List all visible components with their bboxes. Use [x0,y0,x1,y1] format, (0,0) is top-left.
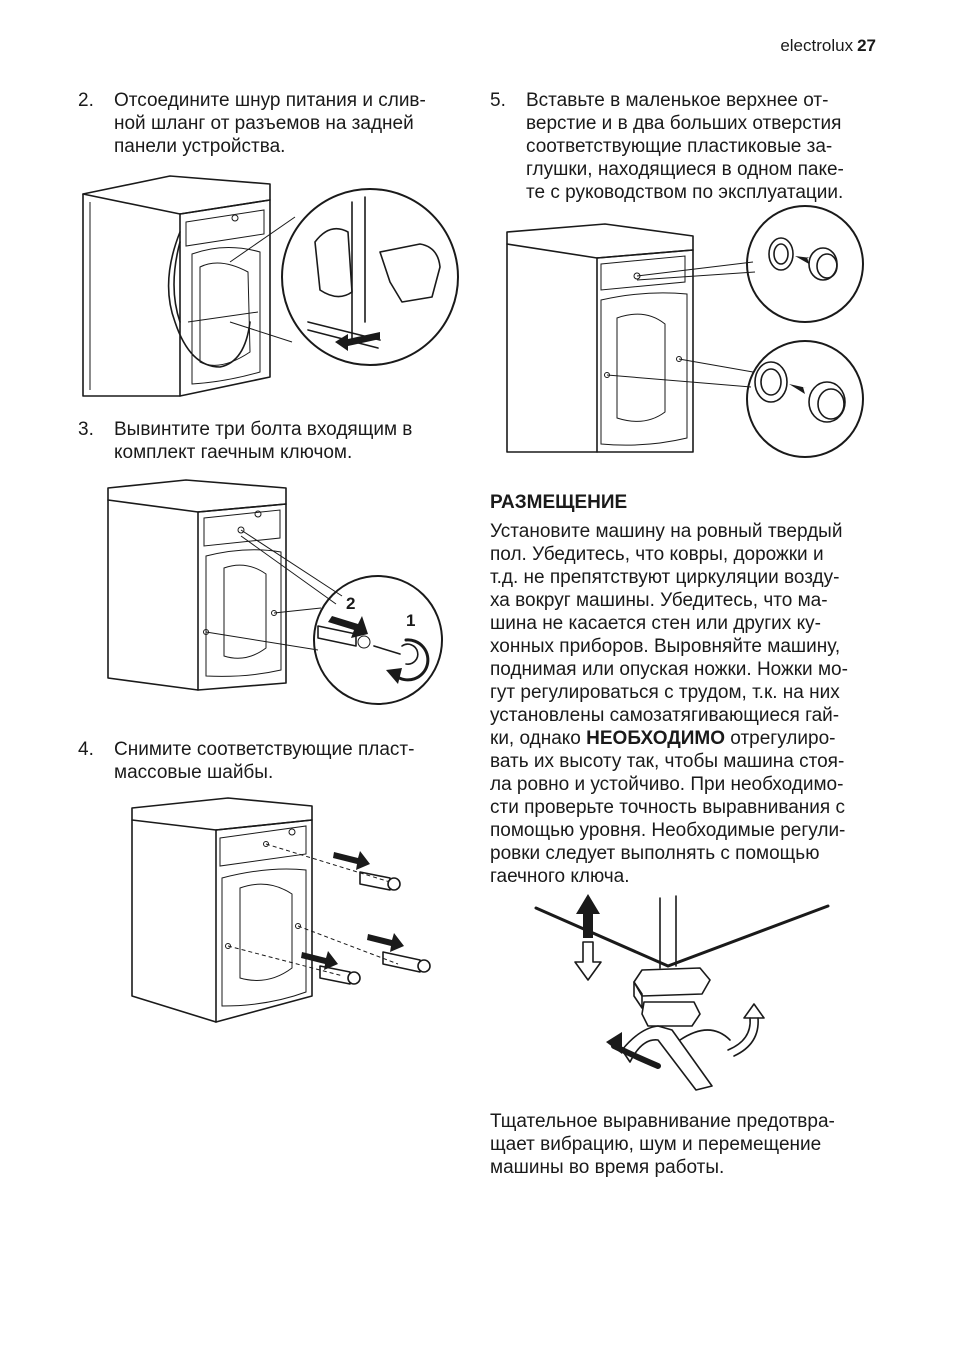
text-line: верстие и в два больших отверстия [526,113,842,134]
illustration-insert-caps [506,205,864,458]
page-number: 27 [857,36,876,55]
emphasis-text: НЕОБХОДИМО [586,728,726,749]
step-text: Вывинтите три болта входящим в комплект … [114,418,412,464]
text-line: комплект гаечным ключом. [114,442,353,463]
text-line: массовые шайбы. [114,762,274,783]
text-line: ной шланг от разъемов на задней [114,113,414,134]
text-line: хонных приборов. Выровняйте машину, [490,636,841,657]
text-line: помощью уровня. Необходимые регули- [490,820,846,841]
text-line: Тщательное выравнивание предотвра- [490,1111,835,1132]
callout-label-1: 1 [406,611,416,630]
text-line: гаечного ключа. [490,866,630,887]
text-line: Вставьте в маленькое верхнее от- [526,90,829,111]
text-line: вать их высоту так, чтобы машина стоя- [490,751,845,772]
text-line: соответствующие пластиковые за- [526,136,833,157]
step-number: 4. [78,739,94,760]
text-line: ровки следует выполнять с помощью [490,843,820,864]
illustration-remove-transit-bolts [107,479,443,705]
text-line: машины во время работы. [490,1157,725,1178]
text-line: ха вокруг машины. Убедитесь, что ма- [490,590,828,611]
placement-paragraph: Установите машину на ровный твердый пол.… [490,520,880,888]
text-line: Установите машину на ровный твердый [490,521,843,542]
text-line: ки, однако НЕОБХОДИМО отрегулиро- [490,728,836,749]
text-line: поднимая или опуская ножки. Ножки мо- [490,659,848,680]
text-line: Снимите соответствующие пласт- [114,739,415,760]
step-text: Снимите соответствующие пласт- массовые … [114,738,414,784]
illustration-adjust-feet [534,894,830,1091]
step-5: 5. Вставьте в маленькое верхнее от- верс… [490,89,876,207]
text-line: панели устройства. [114,136,286,157]
section-heading: РАЗМЕЩЕНИЕ [490,492,628,513]
text-line: Вывинтите три болта входящим в [114,419,413,440]
illustration-disconnect-hoses [82,175,459,397]
step-number: 3. [78,419,94,440]
step-4: 4. Снимите соответствующие пласт- массов… [78,738,458,786]
step-text: Отсоедините шнур питания и слив- ной шла… [114,89,426,158]
step-number: 2. [78,90,94,111]
text-line: ла ровно и устойчиво. При необходимо- [490,774,844,795]
step-number: 5. [490,90,506,111]
text-line: пол. Убедитесь, что ковры, дорожки и [490,544,824,565]
text-line: Отсоедините шнур питания и слив- [114,90,426,111]
text-line: т.д. не препятствуют циркуляции возду- [490,567,840,588]
step-text: Вставьте в маленькое верхнее от- верстие… [526,89,844,204]
brand-name: electrolux [780,36,854,55]
text-line: щает вибрацию, шум и перемещение [490,1134,822,1155]
text-line: сти проверьте точность выравнивания с [490,797,845,818]
text-line: установлены самозатягивающиеся гай- [490,705,840,726]
text-line: те с руководством по эксплуатации. [526,182,844,203]
step-2: 2. Отсоедините шнур питания и слив- ной … [78,89,458,159]
text-line: глушки, находящиеся в одном паке- [526,159,844,180]
text-line: гут регулироваться с трудом, т.к. на них [490,682,840,703]
closing-paragraph: Тщательное выравнивание предотвра- щает … [490,1110,880,1179]
text-line: шина не касается стен или других ку- [490,613,821,634]
step-3: 3. Вывинтите три болта входящим в компле… [78,418,458,466]
illustration-remove-spacers [131,797,431,1023]
callout-label-2: 2 [346,594,356,613]
